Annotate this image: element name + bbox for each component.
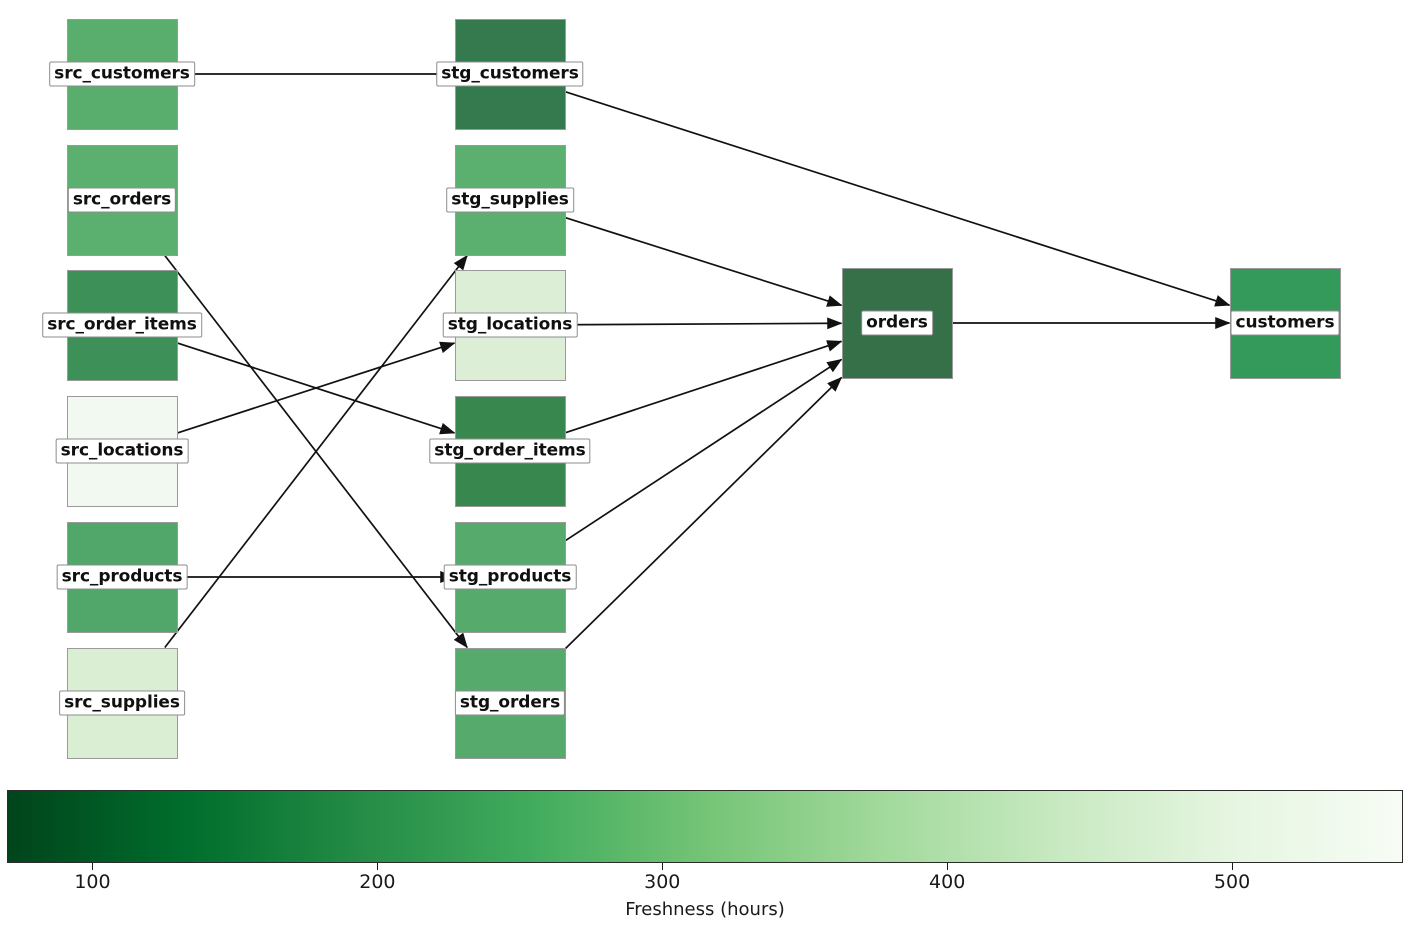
- edge-src_supplies-to-stg_supplies: [164, 254, 468, 649]
- node-label-src_locations: src_locations: [55, 438, 189, 464]
- node-label-orders: orders: [861, 310, 933, 336]
- colorbar-tick-100: [92, 863, 94, 870]
- colorbar-tick-label-500: 500: [1213, 871, 1251, 893]
- edge-stg_order_items-to-orders: [565, 340, 843, 434]
- edge-stg_customers-to-customers: [565, 91, 1231, 307]
- edge-stg_products-to-orders: [565, 358, 843, 542]
- colorbar-tick-label-400: 400: [929, 871, 966, 893]
- node-label-stg_customers: stg_customers: [436, 61, 584, 87]
- edge-stg_supplies-to-orders: [565, 216, 843, 307]
- node-label-customers: customers: [1230, 310, 1340, 336]
- colorbar-tick-200: [377, 863, 379, 870]
- colorbar: 100 200 300 400 500 Freshness (hours): [0, 775, 1410, 926]
- colorbar-tick-label-200: 200: [359, 871, 396, 893]
- edge-stg_locations-to-orders: [565, 317, 843, 330]
- colorbar-axis-label: Freshness (hours): [625, 899, 785, 920]
- node-label-src_supplies: src_supplies: [59, 690, 185, 716]
- node-label-src_products: src_products: [56, 564, 188, 590]
- node-label-src_order_items: src_order_items: [42, 312, 202, 338]
- colorbar-gradient: [7, 790, 1403, 863]
- edge-layer: [164, 73, 1231, 650]
- colorbar-tick-500: [1232, 863, 1234, 870]
- node-label-stg_supplies: stg_supplies: [446, 187, 574, 213]
- edge-stg_orders-to-orders: [564, 376, 843, 650]
- colorbar-tick-400: [947, 863, 949, 870]
- node-label-src_customers: src_customers: [49, 61, 195, 87]
- node-label-src_orders: src_orders: [67, 187, 177, 213]
- colorbar-tick-label-300: 300: [644, 871, 681, 893]
- node-label-stg_order_items: stg_order_items: [429, 438, 591, 464]
- colorbar-tick-300: [662, 863, 664, 870]
- node-label-stg_orders: stg_orders: [454, 690, 566, 716]
- edge-src_locations-to-stg_locations: [177, 341, 456, 434]
- node-label-stg_locations: stg_locations: [442, 312, 578, 338]
- colorbar-tick-label-100: 100: [74, 871, 111, 893]
- node-label-stg_products: stg_products: [443, 564, 577, 590]
